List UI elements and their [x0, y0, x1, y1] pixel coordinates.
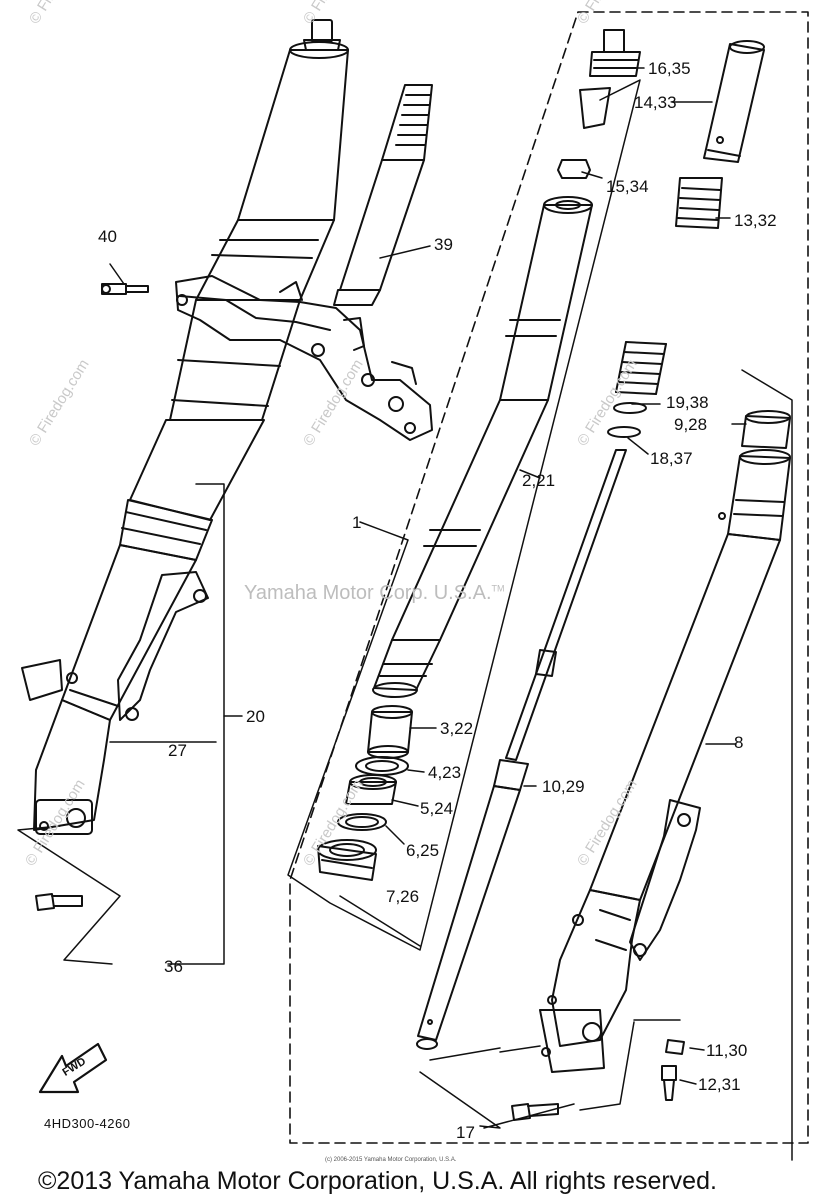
callout-9-28: 9,28 [674, 415, 708, 434]
dust-seal-7-26 [317, 839, 377, 881]
outer-tube-8 [539, 449, 791, 1073]
callout-8: 8 [734, 733, 744, 752]
watermark-tm: TM [491, 583, 505, 594]
washer-18-37 [607, 426, 641, 438]
callout-20: 20 [246, 707, 265, 726]
washer-19-38 [613, 402, 647, 414]
callout-39: 39 [434, 235, 453, 254]
callout-3-22: 3,22 [440, 719, 474, 738]
callout-11-30: 11,30 [706, 1041, 748, 1060]
callout-40: 40 [98, 227, 117, 246]
bolt-12-31 [661, 1065, 677, 1101]
nut-15-34 [557, 159, 591, 179]
callout-15-34: 15,34 [606, 177, 649, 196]
callout-12-31: 12,31 [698, 1075, 741, 1094]
callout-16-35: 16,35 [648, 59, 691, 78]
bolt-17 [511, 1103, 559, 1121]
bushing-3-22 [367, 705, 413, 759]
seal-5-24 [345, 774, 397, 805]
callout-6-25: 6,25 [406, 841, 440, 860]
fwd-arrow-icon [38, 1042, 108, 1094]
callout-17: 17 [456, 1123, 475, 1142]
callout-7-26: 7,26 [386, 887, 420, 906]
under-bracket-and-stem [175, 84, 433, 441]
bushing-9-28 [741, 410, 791, 449]
spring-13-32 [675, 177, 723, 229]
callout-13-32: 13,32 [734, 211, 777, 230]
callout-2-21: 2,21 [522, 471, 556, 490]
callout-4-23: 4,23 [428, 763, 462, 782]
callout-18-37: 18,37 [650, 449, 693, 468]
callout-19-38: 19,38 [666, 393, 709, 412]
leader-lines [17, 67, 793, 1161]
damper-rod-10-29 [416, 449, 627, 1050]
diagram-part-code: 4HD300-4260 [44, 1116, 131, 1131]
clip-6-25 [337, 813, 387, 831]
inner-tube-2-21 [372, 196, 593, 698]
bolt-36 [35, 893, 83, 911]
spacer-14-33 [703, 40, 765, 163]
callout-14-33: 14,33 [634, 93, 677, 112]
callout-36: 36 [164, 957, 183, 976]
assembly-boundary-dashed [289, 11, 809, 1144]
copyright-small: (c) 2006-2015 Yamaha Motor Corporation, … [325, 1157, 457, 1163]
fork-spring [615, 341, 667, 395]
drain-screw-11-30 [665, 1039, 685, 1055]
callout-5-24: 5,24 [420, 799, 454, 818]
left-fork-assembly [21, 19, 349, 835]
washer-4-23 [355, 756, 409, 776]
callout-10-29: 10,29 [542, 777, 585, 796]
watermark-center-text: Yamaha Motor Corp. U.S.A. [244, 582, 492, 604]
copyright-notice: ©2013 Yamaha Motor Corporation, U.S.A. A… [38, 1167, 717, 1195]
callout-1: 1 [352, 513, 362, 532]
watermark-center: Yamaha Motor Corp. U.S.A.TM [244, 582, 505, 605]
bolt-40 [101, 283, 149, 295]
callout-27: 27 [168, 741, 187, 760]
